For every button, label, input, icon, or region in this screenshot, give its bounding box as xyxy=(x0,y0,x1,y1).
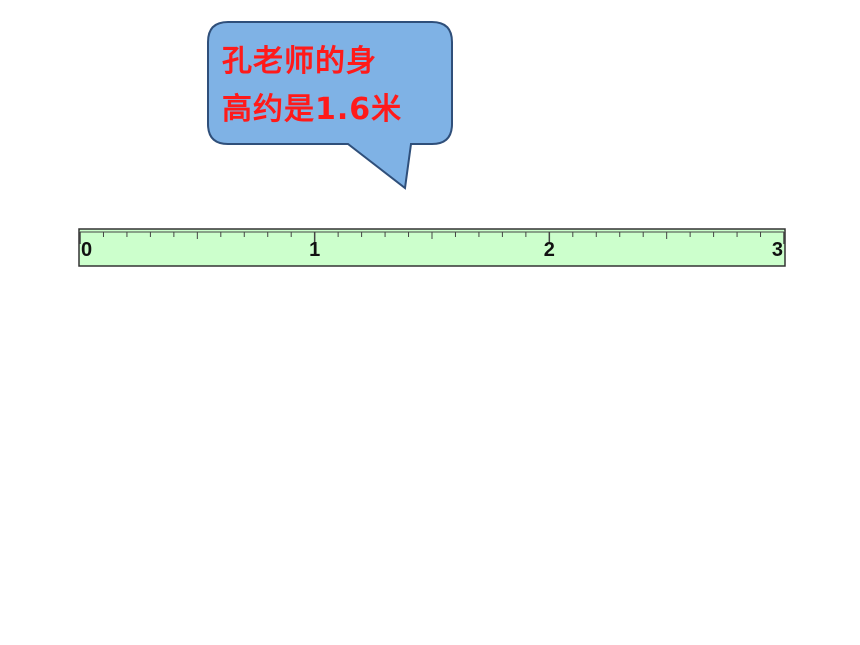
bubble-line-2: 高约是1.6米 xyxy=(222,92,403,127)
ruler: 0 1 2 3 xyxy=(78,228,786,267)
speech-bubble-text: 孔老师的身 高约是1.6米 xyxy=(222,38,437,134)
ruler-label-3: 3 xyxy=(772,239,783,261)
bubble-line-1: 孔老师的身 xyxy=(222,44,377,79)
ruler-label-0: 0 xyxy=(81,239,92,261)
ruler-label-2: 2 xyxy=(544,239,555,261)
ruler-ticks xyxy=(79,231,785,244)
ruler-label-1: 1 xyxy=(309,239,320,261)
ruler-labels: 0 1 2 3 xyxy=(81,239,783,261)
speech-bubble-shape xyxy=(207,21,453,190)
